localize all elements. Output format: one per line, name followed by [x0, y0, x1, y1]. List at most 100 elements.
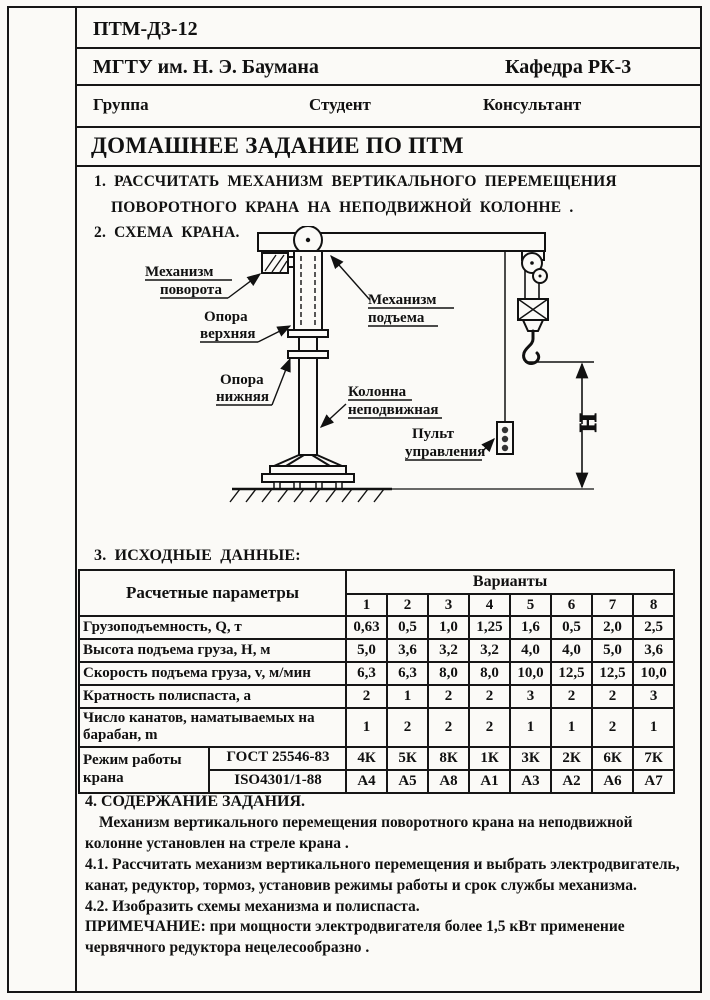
cell-value: 2,5 [632, 615, 676, 640]
consultant-label: Консультант [483, 95, 582, 114]
lifting-mechanism-label-line1: Механизм [368, 292, 436, 308]
variant-number: 2 [386, 593, 430, 617]
cell-value: А2 [550, 768, 594, 794]
cell-value: 2 [591, 707, 635, 748]
variant-number: 7 [591, 593, 635, 617]
cell-value: 2 [468, 684, 512, 709]
roles-row: Группа Студент Консультант [77, 86, 700, 128]
group-label: Группа [93, 95, 149, 114]
table-row-ropes: Число канатов, наматываемых на барабан, … [77, 707, 676, 748]
cell-value: А6 [591, 768, 635, 794]
height-dimension: Н [392, 361, 603, 490]
section4-note: ПРИМЕЧАНИЕ: при мощности электродвигател… [85, 918, 625, 957]
crane-schematic: Н Механизм поворота Механизм подъема Опо… [145, 226, 603, 503]
cell-value: 1,25 [468, 615, 512, 640]
row-label: Число канатов, наматываемых на барабан, … [77, 707, 348, 748]
university-row: МГТУ им. Н. Э. Баумана Кафедра РК-3 [77, 49, 700, 86]
fixed-column-label-line1: Колонна [348, 384, 407, 400]
cell-value: 1 [386, 684, 430, 709]
cell-value: 3 [509, 684, 553, 709]
rotation-mechanism-label-line2: поворота [160, 282, 222, 298]
table-row-capacity: Грузоподъемность, Q, т 0,63 0,5 1,0 1,25… [77, 615, 676, 640]
doc-code-row: ПТМ-Д3-12 [77, 8, 700, 49]
lower-support [287, 350, 329, 359]
hook [522, 329, 541, 365]
lower-support-label-line2: нижняя [216, 389, 269, 405]
hook-block [517, 298, 549, 365]
cell-value: А3 [509, 768, 553, 794]
diagram-labels: Механизм поворота Механизм подъема Опора… [145, 254, 495, 461]
crane-column [287, 250, 329, 456]
cell-value: 2 [550, 684, 594, 709]
table-row-iso: ISO4301/1-88 А4 А5 А8 А1 А3 А2 А6 А7 [79, 768, 676, 794]
cell-value: 6,3 [345, 661, 389, 686]
cell-value: 6,3 [386, 661, 430, 686]
cell-value: 2К [550, 745, 594, 771]
section4-heading: 4. СОДЕРЖАНИЕ ЗАДАНИЯ. [85, 793, 306, 810]
section4-paragraph2: 4.1. Рассчитать механизм вертикального п… [85, 855, 680, 894]
params-header-cell: Расчетные параметры [77, 569, 348, 617]
cell-value: 2,0 [591, 615, 635, 640]
cell-value: 1 [509, 707, 553, 748]
cell-value: 2 [386, 707, 430, 748]
cell-value: 3К [509, 745, 553, 771]
cell-value: 7К [632, 745, 676, 771]
height-dimension-label: Н [576, 413, 602, 432]
lower-support-label-line1: Опора [220, 372, 264, 388]
cell-value: 8К [427, 745, 471, 771]
department-name: Кафедра РК-3 [505, 56, 632, 78]
cell-value: 1 [345, 707, 389, 748]
cell-value: 3,6 [386, 638, 430, 663]
control-pendant-label-line1: Пульт [412, 426, 455, 442]
row-label: Скорость подъема груза, v, м/мин [77, 661, 348, 686]
cell-value: 12,5 [591, 661, 635, 686]
variant-number: 4 [468, 593, 512, 617]
gost-label-cell: ГОСТ 25546-83 [207, 745, 348, 771]
cell-value: 1 [632, 707, 676, 748]
cell-value: 0,5 [550, 615, 594, 640]
cell-value: 3 [632, 684, 676, 709]
cell-value: 4,0 [550, 638, 594, 663]
upper-support [287, 329, 329, 338]
cell-value: 5,0 [591, 638, 635, 663]
task1-line2: ПОВОРОТНОГО КРАНА НА НЕПОДВИЖНОЙ КОЛОННЕ… [111, 199, 574, 216]
hoist-pulleys [521, 250, 548, 299]
cell-value: 1К [468, 745, 512, 771]
cell-value: 12,5 [550, 661, 594, 686]
cell-value: 1,0 [427, 615, 471, 640]
table-row-height: Высота подъема груза, Н, м 5,0 3,6 3,2 3… [77, 638, 676, 663]
section4-paragraph3: 4.2. Изобразить схемы механизма и полисп… [85, 897, 420, 915]
cell-value: 4К [345, 745, 389, 771]
cell-value: 2 [468, 707, 512, 748]
cell-value: 10,0 [632, 661, 676, 686]
cell-value: 2 [345, 684, 389, 709]
task2-heading: 2. СХЕМА КРАНА. [94, 224, 240, 241]
control-pendant-label-line2: управления [405, 444, 485, 460]
cell-value: А1 [468, 768, 512, 794]
cell-value: 3,2 [427, 638, 471, 663]
cell-value: 5,0 [345, 638, 389, 663]
rotation-motor [261, 252, 295, 274]
variants-header-cell: Варианты [345, 569, 676, 595]
cell-value: 10,0 [509, 661, 553, 686]
row-label: Высота подъема груза, Н, м [77, 638, 348, 663]
crane-boom [257, 232, 546, 252]
iso-label-cell: ISO4301/1-88 [207, 768, 348, 794]
cell-value: 1,6 [509, 615, 553, 640]
row-label: Грузоподъемность, Q, т [77, 615, 348, 640]
cell-value: 8,0 [427, 661, 471, 686]
table-row-reeving: Кратность полиспаста, а 2 1 2 2 3 2 2 3 [77, 684, 676, 709]
cell-value: А4 [345, 768, 389, 794]
variant-number: 8 [632, 593, 676, 617]
upper-support-label-line1: Опора [204, 309, 248, 325]
cell-value: 0,63 [345, 615, 389, 640]
page-title: ДОМАШНЕЕ ЗАДАНИЕ ПО ПТМ [91, 133, 464, 158]
table-row-speed: Скорость подъема груза, v, м/мин 6,3 6,3… [77, 661, 676, 686]
rotation-mechanism-label-line1: Механизм [145, 264, 213, 280]
upper-support-label-line2: верхняя [200, 326, 255, 342]
cell-value: А7 [632, 768, 676, 794]
cell-value: 3,2 [468, 638, 512, 663]
university-name: МГТУ им. Н. Э. Баумана [93, 56, 319, 78]
cell-value: 8,0 [468, 661, 512, 686]
